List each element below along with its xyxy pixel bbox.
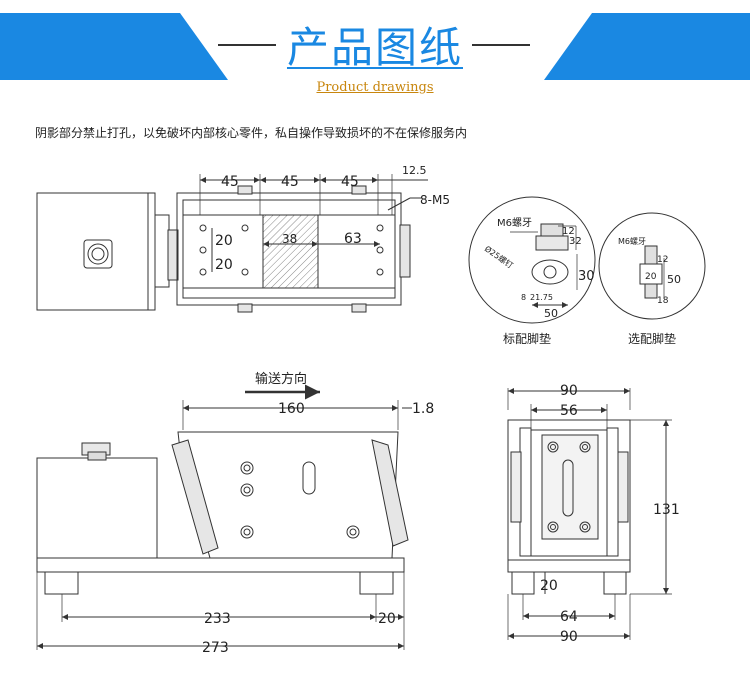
- side-dim-20: 20: [540, 578, 558, 594]
- side-dim-64: 64: [560, 609, 578, 625]
- notice-text: 阴影部分禁止打孔，以免破坏内部核心零件，私自操作导致损坏的不在保修服务内: [35, 126, 468, 140]
- side-view-plate: [541, 434, 599, 540]
- dim-top-2: 45: [281, 174, 299, 190]
- front-dim-18: 1.8: [412, 401, 434, 417]
- front-dim-160: 160: [278, 401, 305, 417]
- front-dim-20: 20: [378, 611, 396, 627]
- side-view: [507, 388, 672, 640]
- dim-shade-width: 38: [282, 232, 297, 246]
- title-wrap: 产品图纸: [215, 14, 535, 75]
- dim-left-2: 20: [215, 257, 233, 273]
- dim-left-1: 20: [215, 233, 233, 249]
- side-dim-90-top: 90: [560, 383, 578, 399]
- foot-opt-dim-20: 20: [645, 272, 657, 282]
- foot-std-dim-12: 12: [562, 226, 575, 237]
- front-dim-273: 273: [202, 640, 229, 656]
- foot-std-dim-50: 50: [544, 307, 558, 320]
- foot-std-dia-label: Ø25螺钉: [483, 243, 515, 270]
- foot-std-dim-30: 30: [578, 269, 595, 284]
- foot-std-dim-2175: 21.75: [530, 293, 553, 302]
- foot-std-dim-8: 8: [521, 293, 526, 302]
- foot-standard-caption: 标配脚垫: [503, 331, 551, 346]
- direction-label: 输送方向: [255, 371, 307, 387]
- foot-standard-diagram: [468, 196, 596, 324]
- side-view-labels: 90 56 131 20 64 90: [540, 383, 680, 645]
- front-view: [36, 384, 412, 650]
- top-view-bolt-head: [83, 239, 113, 269]
- title-rule-left: [218, 44, 276, 46]
- foot-std-bolt-label: M6螺牙: [497, 217, 532, 229]
- hole-spec-label: 8-M5: [420, 193, 450, 207]
- front-view-left-block: [36, 457, 158, 559]
- dim-inner-length: 63: [344, 231, 362, 247]
- front-view-labels: 输送方向 160 1.8 233 20 273: [202, 371, 434, 656]
- top-view: [36, 174, 428, 313]
- top-view-holes: [199, 224, 384, 276]
- side-dim-56: 56: [560, 403, 578, 419]
- page-title: 产品图纸: [286, 23, 463, 72]
- foot-optional-diagram: [598, 212, 706, 320]
- foot-optional-labels: M6螺牙 12 20 50 18 选配脚垫: [618, 236, 681, 346]
- foot-optional-circle: [598, 212, 706, 320]
- page-subtitle: Product drawings: [316, 80, 434, 95]
- foot-standard-circle: [468, 196, 596, 324]
- top-view-labels: 45 45 45 12.5 8-M5 38 63 20 20: [215, 164, 450, 273]
- dim-top-4: 12.5: [402, 164, 427, 177]
- front-dim-233: 233: [204, 611, 231, 627]
- dim-top-3: 45: [341, 174, 359, 190]
- foot-opt-bolt-label: M6螺牙: [618, 236, 646, 246]
- side-dim-131: 131: [653, 502, 680, 518]
- top-view-bolt-icon: [87, 243, 109, 265]
- subtitle-wrap: Product drawings: [0, 80, 750, 95]
- top-view-shaded-zone: [262, 214, 319, 289]
- foot-optional-caption: 选配脚垫: [628, 331, 676, 346]
- foot-opt-dim-12: 12: [657, 255, 668, 265]
- foot-opt-dim-50: 50: [667, 273, 681, 286]
- title-rule-right: [472, 44, 530, 46]
- foot-std-dim-32: 32: [569, 236, 582, 247]
- top-view-left-block: [36, 192, 156, 311]
- side-dim-90-bottom: 90: [560, 629, 578, 645]
- foot-opt-dim-18: 18: [657, 296, 669, 306]
- dim-top-1: 45: [221, 174, 239, 190]
